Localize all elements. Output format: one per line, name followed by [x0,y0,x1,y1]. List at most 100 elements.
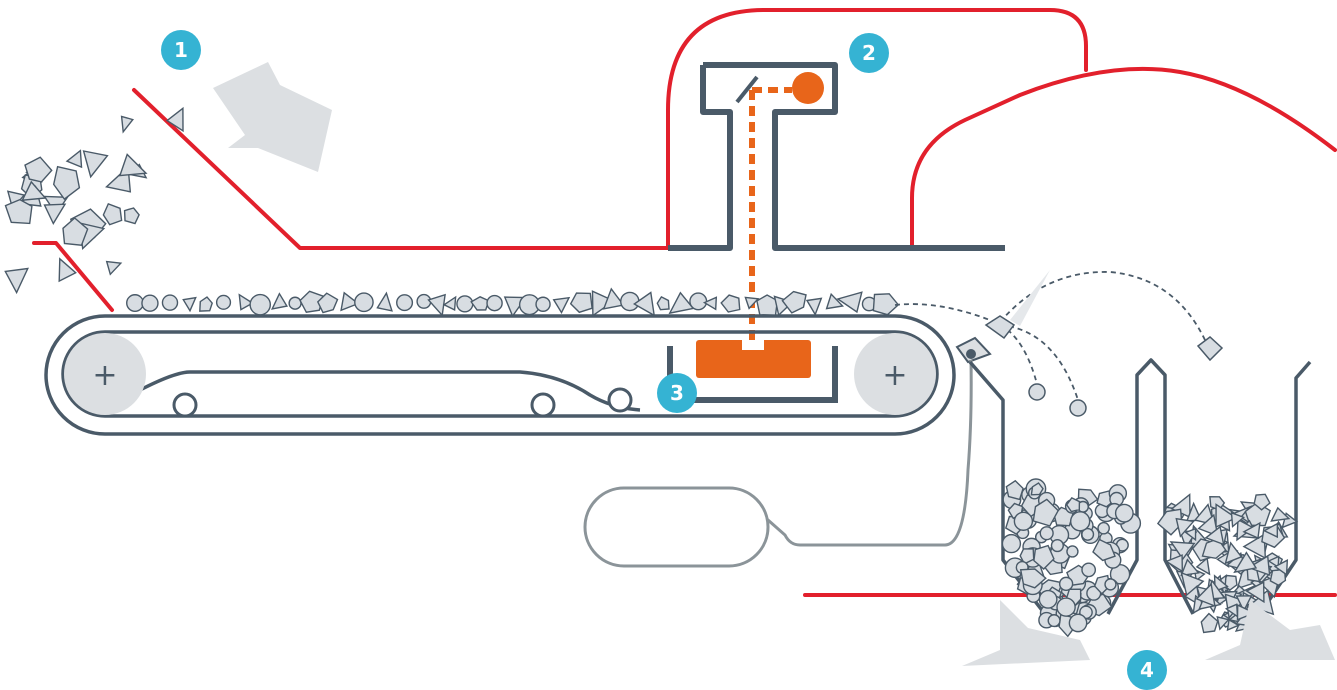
pulley-left-symbol: + [92,358,117,393]
ore-rock [102,203,123,226]
ore-rock [442,295,457,311]
ore-rock [4,267,29,295]
ore-rock [123,207,140,225]
ore-rock [620,291,640,312]
ore-rock [1001,533,1022,554]
marker-3: 3 [657,373,697,413]
ore-rock [1184,527,1197,542]
ore-rock [340,291,360,312]
ore-rock [1230,511,1246,528]
ore-rock [316,292,339,314]
ore-rock [1068,613,1088,633]
ore-rock [872,293,900,316]
laser-tower [668,62,1005,251]
ore-rock [141,294,159,312]
ore-rock [1233,551,1258,574]
laser-housing-outline [666,8,1088,250]
ore-rock [1058,576,1074,592]
ore-rock [1213,574,1229,592]
feed-arrow-icon [213,62,332,172]
ore-rock [354,292,374,313]
ore-rock [299,290,325,313]
ore-rock [1005,479,1024,501]
pulley-right [854,333,936,415]
ore-rock [1204,525,1225,546]
ore-rock [656,295,670,311]
ore-rock [105,260,123,276]
detector-window [742,340,764,350]
ore-rock [1242,533,1267,560]
ore-rock [689,292,708,311]
ore-rock [249,293,272,316]
ore-rock [1195,582,1216,608]
ore-rock [1242,521,1261,540]
feed-chute-line [132,88,670,250]
svg-text:4: 4 [1140,658,1154,682]
ore-rock [1200,612,1219,634]
ore-rock [4,198,33,225]
ore-rock [427,293,446,317]
ore-rock [43,203,67,225]
bin-right-wall [1258,360,1312,615]
ore-rock [58,257,77,283]
ore-rock [456,295,474,313]
bin-left-ore [1001,478,1142,638]
svg-text:2: 2 [862,41,876,65]
single-rock [984,315,1016,340]
ore-rock [1236,518,1255,542]
ore-rock [1235,595,1253,613]
pulley-left [64,333,146,415]
air-blast [1010,270,1050,326]
ore-rock [552,296,571,315]
ore-rock [1197,513,1219,538]
ore-rock [62,217,89,246]
ore-rock [1236,604,1257,621]
ore-rock [1050,538,1064,553]
idler-roller [172,392,198,418]
ore-rock [1056,597,1076,617]
bin-divider [1106,358,1195,615]
detector [696,340,811,378]
ore-rock [82,150,109,179]
ore-rock [781,290,807,314]
ore-rock [24,156,53,183]
ore-rock [199,296,213,312]
single-rock [1069,399,1087,417]
ore-rock [1069,511,1091,532]
marker-2: 2 [849,33,889,73]
ore-rock [1253,493,1271,511]
ore-rock [1081,562,1097,578]
discharge-arrow-right-icon [1205,600,1335,660]
belt-ore [126,287,900,318]
ore-rock [1047,614,1061,628]
ore-rock [238,293,254,311]
belt-inner [61,330,939,418]
ore-rock [1030,482,1044,496]
idler-rollers [172,387,633,418]
ore-rock [744,296,760,310]
dome-outline [910,66,1337,250]
falling-ore [4,106,184,295]
ore-rock [836,291,863,314]
ore-rock [470,296,490,311]
ore-rock [1039,526,1054,541]
detector-housing [667,346,838,403]
marker-4: 4 [1127,650,1167,690]
idler-roller [530,392,556,418]
ore-rock [1032,498,1060,527]
ore-rock [118,153,148,177]
ore-rock [702,296,718,311]
ore-rock [1104,578,1117,591]
ore-rock [1195,556,1211,576]
ore-rock [486,294,503,312]
ore-rock [720,294,741,313]
single-rock [1028,383,1046,401]
ore-rock [21,180,47,202]
ore-rock [1267,555,1280,569]
idler-roller [607,387,633,413]
discharge-arrow-left-icon [962,600,1090,666]
ore-rock [1097,521,1110,535]
marker-1: 1 [161,30,201,70]
ore-rock [376,291,393,312]
ore-rock [1270,506,1291,522]
